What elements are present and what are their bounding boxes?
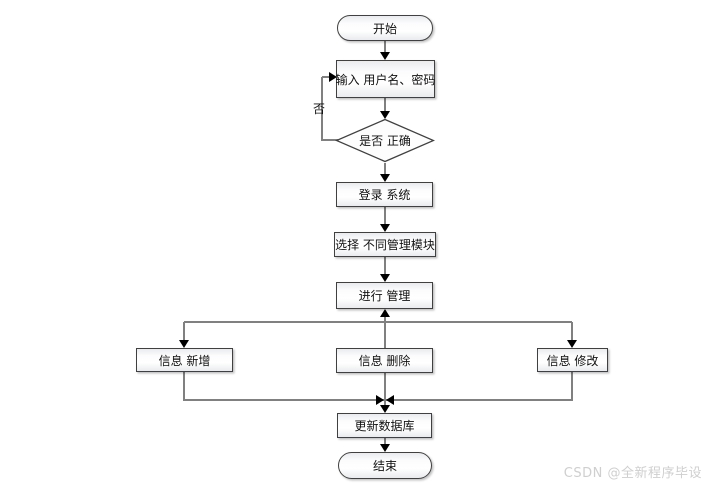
- arrowhead-into-end: [380, 444, 390, 452]
- node-manage-label: 进行 管理: [358, 289, 411, 303]
- node-end: 结束: [338, 452, 432, 479]
- decision-diamond-shape: [335, 118, 435, 163]
- arrowhead-into-input: [380, 52, 390, 60]
- node-update-db-label: 更新数据库: [354, 419, 415, 433]
- node-info-modify-label: 信息 修改: [546, 353, 599, 368]
- arrowhead-into-decision: [380, 111, 390, 119]
- arrowhead-into-update: [380, 405, 390, 413]
- arrowhead-into-add: [179, 340, 189, 348]
- connector-modify-to-join: [571, 372, 573, 401]
- connector-delete-to-update: [384, 373, 386, 405]
- arrowhead-into-modify: [567, 340, 577, 348]
- node-start: 开始: [337, 15, 433, 41]
- connector-update-to-end: [384, 438, 386, 444]
- node-login: 登录 系统: [336, 182, 433, 207]
- connector-branch-to-add: [183, 322, 185, 340]
- connector-login-to-select: [384, 207, 386, 224]
- node-update-db: 更新数据库: [337, 413, 432, 438]
- node-login-label: 登录 系统: [358, 188, 411, 202]
- node-end-label: 结束: [372, 459, 397, 473]
- connector-start-to-input: [384, 41, 386, 52]
- arrowhead-join-from-left: [376, 395, 384, 405]
- no-loop-bottom-line: [322, 139, 338, 141]
- arrowhead-into-login: [380, 174, 390, 182]
- csdn-watermark: CSDN @全新程序毕设: [563, 466, 702, 481]
- arrowhead-into-select: [380, 224, 390, 232]
- no-loop-vertical-line: [321, 77, 323, 141]
- arrowhead-no-loop-into-input: [329, 72, 337, 82]
- node-start-label: 开始: [372, 21, 397, 36]
- decision-no-label: 否: [313, 102, 326, 116]
- connector-decision-to-login: [384, 163, 386, 174]
- connector-manage-to-delete: [384, 317, 386, 348]
- node-info-delete: 信息 删除: [336, 348, 433, 373]
- node-select-module: 选择 不同管理模块: [334, 232, 436, 257]
- connector-add-to-join: [183, 372, 185, 401]
- connector-branch-to-modify: [571, 322, 573, 340]
- node-info-delete-label: 信息 删除: [358, 354, 411, 368]
- arrowhead-up-into-manage: [380, 309, 390, 317]
- arrowhead-into-manage: [380, 274, 390, 282]
- node-manage: 进行 管理: [336, 282, 433, 309]
- node-select-module-label: 选择 不同管理模块: [335, 238, 435, 252]
- branch-top-line: [184, 321, 572, 323]
- node-decision-verify-label: 是否 正确: [359, 134, 411, 148]
- node-input-credentials-label: 输入 用户名、密码: [335, 72, 436, 87]
- connector-input-to-decision: [384, 98, 386, 111]
- no-loop-top-line: [322, 76, 329, 78]
- connector-select-to-manage: [384, 257, 386, 274]
- arrowhead-join-from-right: [386, 395, 394, 405]
- node-decision-verify: 是否 正确: [335, 118, 435, 163]
- node-info-add: 信息 新增: [136, 348, 233, 372]
- node-input-credentials: 输入 用户名、密码: [336, 60, 435, 98]
- node-info-modify: 信息 修改: [537, 348, 608, 372]
- node-info-add-label: 信息 新增: [158, 353, 211, 368]
